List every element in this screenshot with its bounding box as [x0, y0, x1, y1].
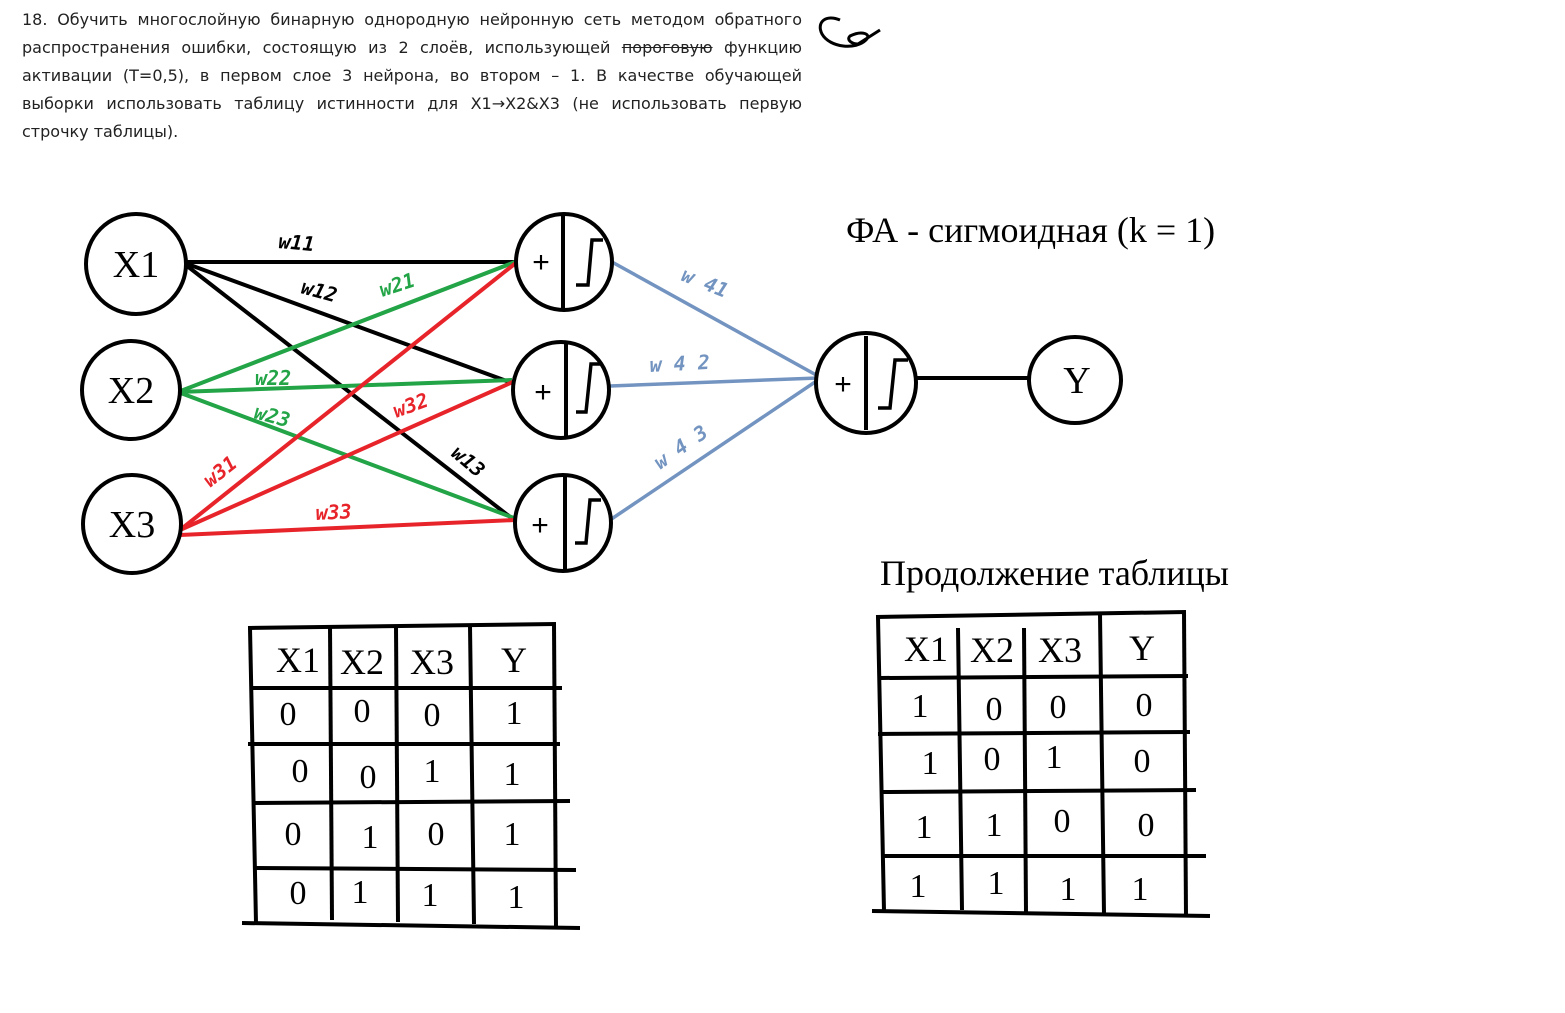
table2-cell: 1 — [916, 809, 933, 846]
table1-header-x3: X3 — [410, 642, 454, 682]
hidden-neuron-1: + — [514, 212, 614, 312]
edges-x1 — [180, 260, 516, 522]
truth-table-2 — [871, 610, 1211, 918]
sigmoid-icon — [576, 362, 601, 414]
label-w33: w33 — [315, 499, 352, 525]
table2-cell: 1 — [986, 807, 1003, 844]
activation-title: ФА - сигмоидная (k = 1) — [846, 210, 1215, 250]
table2-cell: 0 — [1134, 743, 1151, 780]
table2-cell: 0 — [1138, 807, 1155, 844]
sum-symbol: + — [532, 246, 550, 279]
table1-cell: 1 — [422, 877, 439, 914]
table2-cell: 0 — [986, 691, 1003, 728]
table1-header-x1: X1 — [276, 640, 320, 680]
table1-cell: 1 — [504, 816, 521, 853]
table1-cell: 0 — [428, 816, 445, 853]
label-w13: w13 — [447, 440, 490, 482]
truth-table-1 — [241, 622, 581, 930]
table2-header-x3: X3 — [1038, 630, 1082, 670]
table1-cell: 1 — [352, 874, 369, 911]
edge-w33 — [179, 518, 516, 537]
table1-cell: 1 — [362, 819, 379, 856]
table1-cell: 0 — [290, 875, 307, 912]
table1-cell: 0 — [285, 816, 302, 853]
sigmoid-icon — [878, 358, 908, 410]
table2-cell: 1 — [910, 868, 927, 905]
table2-cell: 0 — [984, 741, 1001, 778]
label-w23: w23 — [252, 400, 293, 433]
sigmoid-icon — [575, 498, 601, 545]
table2-cell: 1 — [912, 688, 929, 725]
edges-hidden — [609, 260, 819, 522]
table1-cell: 1 — [506, 695, 523, 732]
hidden-neuron-3: + — [513, 473, 613, 573]
table2-cell: 1 — [922, 745, 939, 782]
table1-cell: 0 — [354, 693, 371, 730]
table1-cell: 0 — [292, 753, 309, 790]
label-w41: w 41 — [678, 262, 732, 302]
sum-symbol: + — [531, 509, 549, 542]
label-w22: w22 — [255, 366, 291, 390]
task-text-part2: функцию активации (T=0,5), в первом слое… — [22, 38, 802, 141]
edge-w43 — [609, 378, 819, 522]
label-w12: w12 — [299, 275, 340, 308]
table2-cell: 1 — [988, 865, 1005, 902]
table1-cell: 0 — [424, 697, 441, 734]
sum-symbol: + — [534, 376, 552, 409]
edge-w42 — [609, 376, 819, 388]
label-w11: w11 — [278, 229, 316, 256]
edge-w41 — [611, 260, 819, 378]
output-label-y: Y — [1063, 360, 1090, 402]
table2-header-y: Y — [1129, 628, 1155, 668]
hidden-neuron-2: + — [511, 340, 611, 440]
table2-cell: 1 — [1060, 871, 1077, 908]
task-statement: 18. Обучить многослойную бинарную одноро… — [22, 6, 802, 146]
sigmoid-icon — [576, 238, 603, 287]
label-w21: w21 — [376, 268, 418, 302]
table1-cell: 1 — [508, 879, 525, 916]
table2-header-x1: X1 — [904, 629, 948, 669]
table2-cell: 1 — [1132, 871, 1149, 908]
table2-title: Продолжение таблицы — [880, 553, 1229, 593]
table1-cell: 0 — [280, 696, 297, 733]
table1-cell: 1 — [424, 753, 441, 790]
edge-w31 — [178, 260, 519, 532]
edge-w32 — [179, 379, 516, 532]
table1-header-y: Y — [501, 640, 527, 680]
table1-cell: 0 — [360, 759, 377, 796]
input-label-x3: X3 — [109, 504, 155, 546]
input-label-x1: X1 — [113, 244, 159, 286]
input-node-x1: X1 — [84, 212, 188, 316]
edge-w13 — [180, 260, 516, 522]
edges-x3 — [178, 260, 519, 537]
input-label-x2: X2 — [108, 370, 154, 412]
edge-w12 — [181, 260, 513, 385]
truth-table-1-text: X1 X2 X3 Y 0 0 0 1 0 0 1 1 0 1 0 1 0 1 1… — [276, 640, 527, 916]
edge-w21 — [177, 260, 516, 394]
table2-header-x2: X2 — [970, 630, 1014, 670]
output-neuron: + — [814, 331, 918, 435]
table2-cell: 0 — [1050, 689, 1067, 726]
task-text-part1: 18. Обучить многослойную бинарную одноро… — [22, 10, 802, 57]
table2-cell: 0 — [1054, 803, 1071, 840]
scribble-icon — [818, 16, 881, 48]
table2-cell: 1 — [1046, 739, 1063, 776]
input-node-x2: X2 — [80, 339, 182, 441]
table1-cell: 1 — [504, 756, 521, 793]
table2-cell: 0 — [1136, 687, 1153, 724]
table1-header-x2: X2 — [340, 642, 384, 682]
label-w43: w 4 3 — [649, 420, 712, 474]
input-node-x3: X3 — [81, 473, 183, 575]
output-node-y: Y — [1027, 335, 1123, 425]
label-w32: w32 — [390, 388, 432, 423]
truth-table-2-text: X1 X2 X3 Y 1 0 0 0 1 0 1 0 1 1 0 0 1 1 1… — [904, 628, 1155, 908]
task-text-strike: пороговую — [621, 38, 713, 57]
sum-symbol: + — [834, 368, 852, 401]
edge-w22 — [177, 378, 513, 394]
label-w42: w 4 2 — [649, 350, 710, 377]
